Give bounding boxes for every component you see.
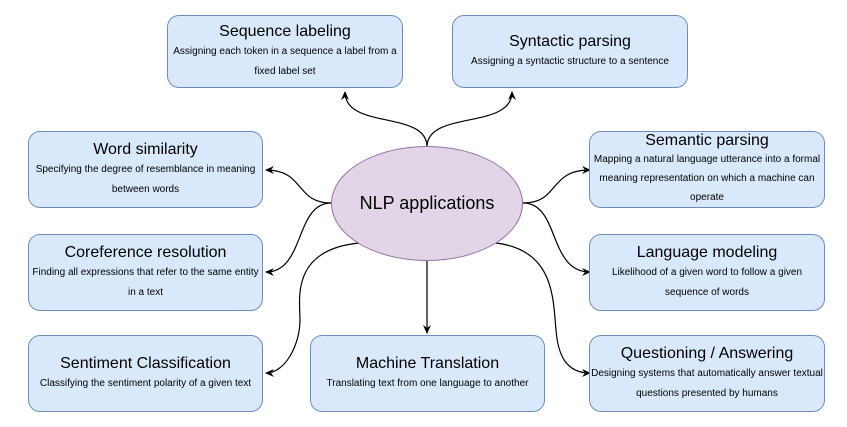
edge-coreference-resolution: [265, 202, 332, 276]
node-semantic-parsing: Semantic parsing Mapping a natural langu…: [589, 131, 825, 208]
node-description: Finding all expressions that refer to th…: [32, 266, 259, 298]
node-title: Questioning / Answering: [620, 344, 794, 362]
node-syntactic-parsing: Syntactic parsing Assigning a syntactic …: [452, 15, 688, 88]
node-title: Language modeling: [636, 243, 778, 261]
node-title: Sentiment Classification: [60, 354, 231, 372]
node-description: Specifying the degree of resemblance in …: [35, 163, 256, 195]
node-description: Mapping a natural language utterance int…: [593, 154, 821, 203]
center-node: NLP applications: [331, 146, 523, 261]
node-title: Semantic parsing: [645, 132, 769, 149]
node-title: Machine Translation: [355, 354, 500, 372]
edge-questioning-answering: [495, 242, 591, 377]
node-description: Translating text from one language to an…: [326, 377, 529, 389]
node-machine-translation: Machine Translation Translating text fro…: [310, 335, 545, 412]
node-description: Likelihood of a given word to follow a g…: [611, 266, 803, 298]
edge-sentiment-classification: [265, 242, 360, 377]
edge-sequence-labeling: [341, 91, 428, 148]
node-description: Assigning a syntactic structure to a sen…: [471, 55, 669, 67]
node-title: Syntactic parsing: [509, 32, 631, 50]
edge-word-similarity: [265, 166, 332, 204]
node-title: Sequence labeling: [219, 22, 351, 40]
node-coreference-resolution: Coreference resolution Finding all expre…: [28, 234, 263, 311]
node-sequence-labeling: Sequence labeling Assigning each token i…: [167, 15, 403, 88]
node-title: Coreference resolution: [64, 243, 227, 261]
edge-syntactic-parsing: [426, 91, 516, 148]
node-description: Classifying the sentiment polarity of a …: [39, 377, 252, 389]
edge-language-modeling: [522, 202, 591, 276]
edge-semantic-parsing: [522, 166, 591, 204]
node-word-similarity: Word similarity Specifying the degree of…: [28, 131, 263, 208]
node-description: Assigning each token in a sequence a lab…: [173, 45, 397, 77]
center-label: NLP applications: [359, 193, 495, 213]
node-title: Word similarity: [93, 140, 198, 158]
node-language-modeling: Language modeling Likelihood of a given …: [589, 234, 825, 311]
node-sentiment-classification: Sentiment Classification Classifying the…: [28, 335, 263, 412]
node-questioning-answering: Questioning / Answering Designing system…: [589, 335, 825, 412]
node-description: Designing systems that automatically ans…: [591, 367, 823, 399]
